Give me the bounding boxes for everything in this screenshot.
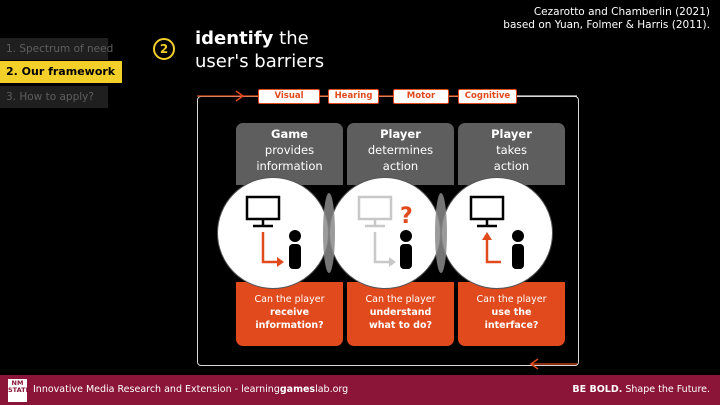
title-bold: identify: [195, 28, 274, 49]
card-player-determines-question: Can the player understand what to do?: [347, 282, 454, 346]
question-bold: information?: [255, 320, 324, 331]
arrow-right-icon: [261, 232, 284, 267]
card-player-takes-question: Can the player use the interface?: [458, 282, 565, 346]
person-icon: [289, 230, 301, 269]
question-prefix: Can the player: [476, 294, 547, 305]
card-player-takes-header: Player takes action: [458, 123, 565, 185]
question-prefix: Can the player: [365, 294, 436, 305]
nmsu-logo: NM STATE: [8, 379, 30, 402]
svg-text:?: ?: [400, 204, 413, 229]
footer-text: Innovative Media Research and Extension …: [33, 384, 348, 395]
person-icon: [400, 230, 412, 269]
person-icon: [512, 230, 524, 269]
question-bold: what to do?: [368, 320, 432, 331]
citation-line1: Cezarotto and Chamberlin (2021): [533, 6, 710, 18]
card-subtitle: provides: [264, 143, 315, 157]
tag-hearing: Hearing: [328, 89, 379, 104]
card-title: Game: [271, 127, 308, 141]
title-rest: the: [273, 28, 309, 49]
footer-tagline: BE BOLD. Shape the Future.: [572, 384, 710, 395]
circle-player-takes: [441, 177, 553, 289]
question-mark-icon: ?: [400, 204, 413, 229]
monitor-icon-faded: [357, 195, 393, 228]
page-title: identify the user's barriers: [195, 27, 324, 73]
card-subtitle: action: [493, 159, 530, 173]
card-subtitle: takes: [496, 143, 527, 157]
card-subtitle: determines: [367, 143, 434, 157]
monitor-icon: [245, 195, 281, 228]
step-number-badge: 2: [153, 38, 175, 60]
question-prefix: Can the player: [254, 294, 325, 305]
circle-game-provides: [217, 177, 329, 289]
card-subtitle: action: [382, 159, 419, 173]
arrow-right-faded-icon: [373, 232, 396, 267]
footer-text-post: lab.org: [315, 384, 349, 395]
title-line2: user's barriers: [195, 51, 325, 72]
nav-item-framework[interactable]: 2. Our framework: [0, 61, 122, 83]
monitor-icon: [469, 195, 505, 228]
question-bold: understand: [369, 307, 432, 318]
card-title: Player: [491, 127, 532, 141]
question-bold: use the: [491, 307, 532, 318]
arrow-up-icon: [482, 232, 501, 264]
footer-bar: [0, 375, 720, 405]
footer-text-pre: Innovative Media Research and Extension …: [33, 384, 280, 395]
question-bold: interface?: [484, 320, 539, 331]
footer-text-bold: games: [279, 384, 316, 395]
card-title: Player: [380, 127, 421, 141]
card-game-provides-question: Can the player receive information?: [236, 282, 343, 346]
card-subtitle: information: [256, 159, 323, 173]
nav-item-spectrum[interactable]: 1. Spectrum of need: [0, 38, 113, 60]
citation: Cezarotto and Chamberlin (2021) based on…: [490, 6, 710, 32]
tag-motor: Motor: [393, 89, 449, 104]
card-game-provides-header: Game provides information: [236, 123, 343, 185]
tag-cognitive: Cognitive: [458, 89, 517, 104]
card-player-determines-header: Player determines action: [347, 123, 454, 185]
citation-line2: based on Yuan, Folmer & Harris (2011).: [503, 19, 710, 31]
tagline-bold: BE BOLD.: [572, 384, 623, 395]
question-bold: receive: [269, 307, 310, 318]
nav-item-how-to-apply[interactable]: 3. How to apply?: [0, 86, 108, 108]
tag-visual: Visual: [258, 89, 320, 104]
tagline-rest: Shape the Future.: [622, 384, 710, 395]
